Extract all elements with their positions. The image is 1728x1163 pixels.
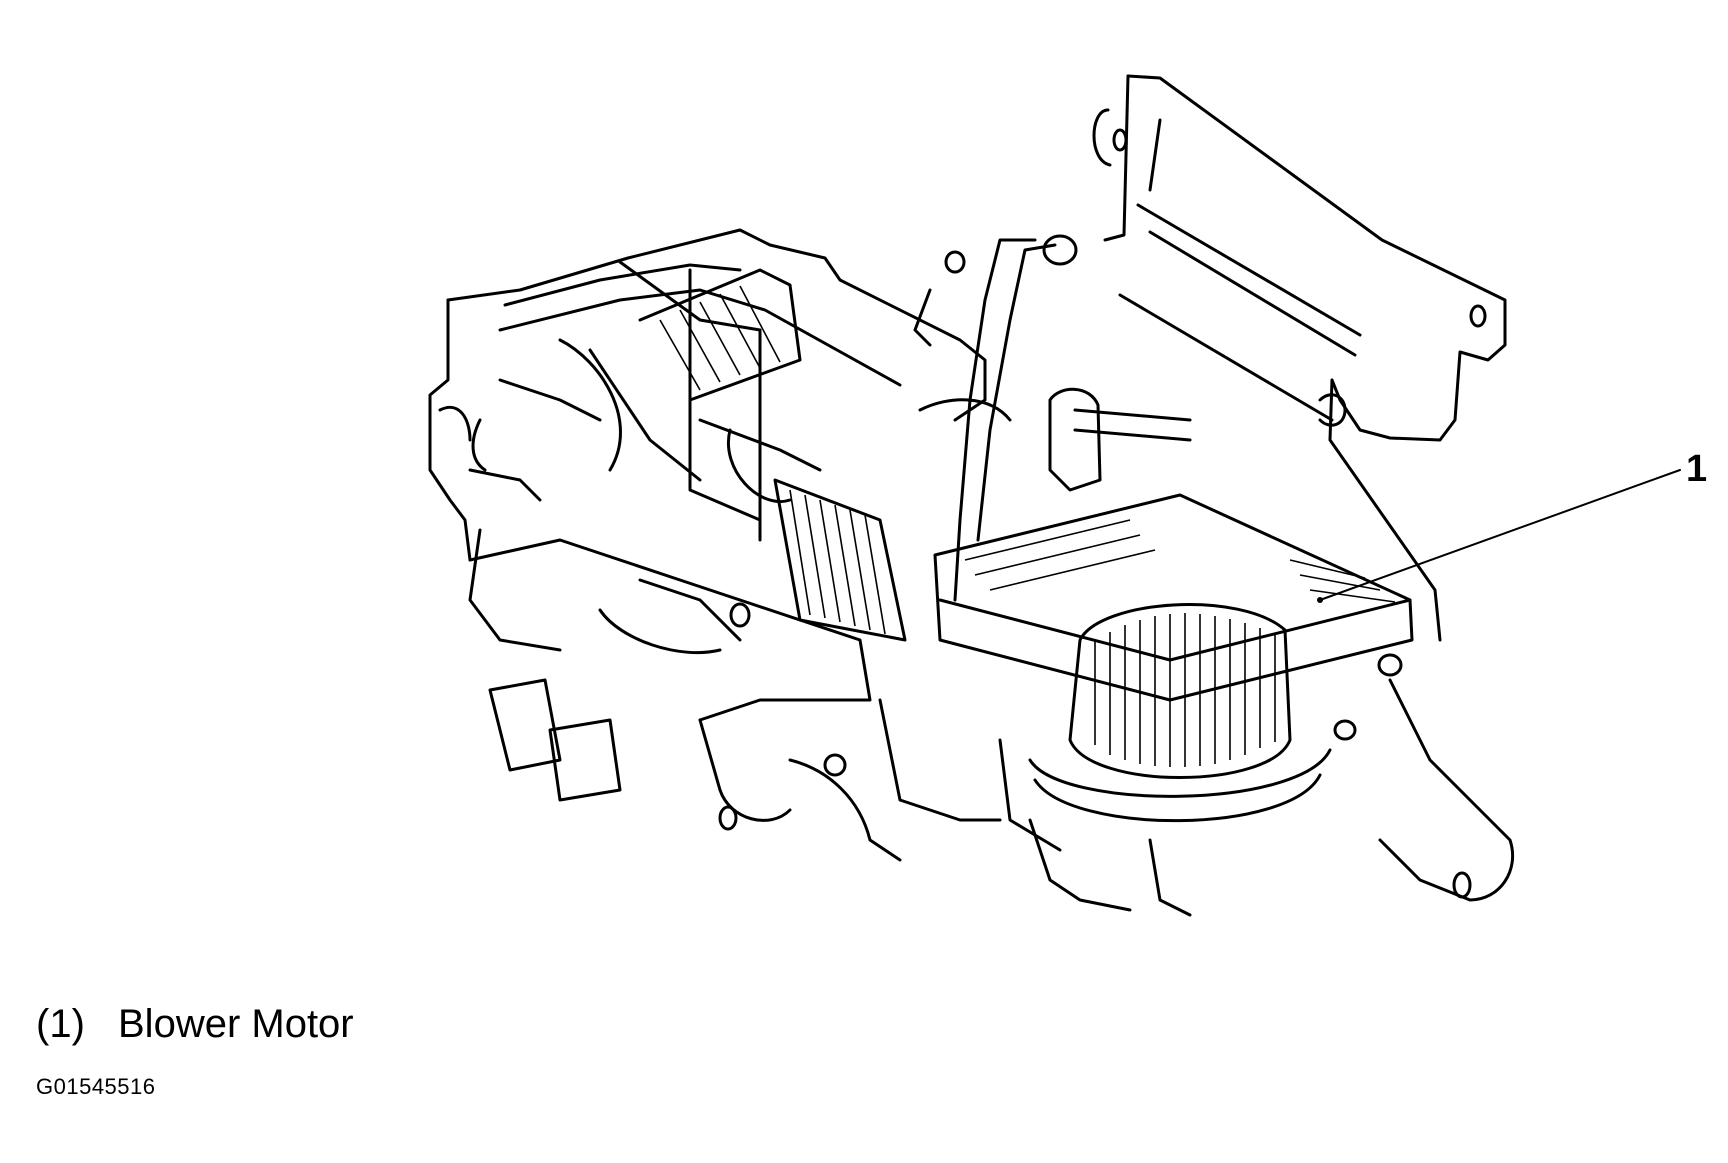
heater-case: [428, 228, 987, 562]
blower-motor: [933, 493, 1515, 917]
legend-number: (1): [36, 1002, 85, 1046]
callout-leader-line: [1319, 469, 1681, 601]
upper-duct-housing: [1092, 74, 1507, 642]
legend-label: Blower Motor: [118, 1002, 354, 1046]
callout-number-1: 1: [1686, 448, 1708, 490]
legend-item: (1) Blower Motor: [36, 1002, 354, 1047]
callout-target-dot: [1317, 597, 1323, 603]
figure-id: G01545516: [36, 1074, 156, 1099]
lower-actuators: [468, 528, 1002, 862]
evaporator-core: [638, 268, 907, 642]
refrigerant-pipes: [913, 234, 1192, 602]
